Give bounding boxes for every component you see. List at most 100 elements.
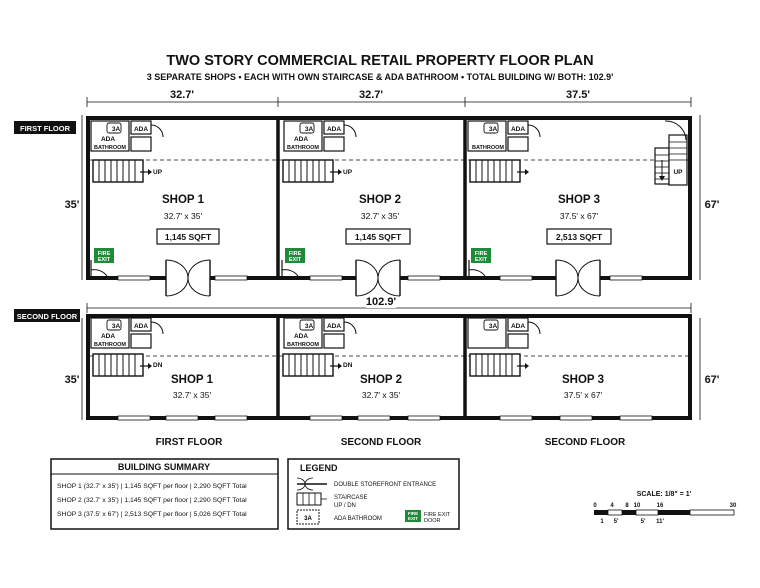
svg-text:EXIT: EXIT — [408, 516, 418, 521]
top-dimension-line — [86, 97, 692, 107]
ff-shop2-name: SHOP 2 — [359, 194, 401, 206]
legend-fire-label: FIRE EXIT — [424, 512, 451, 518]
shop2-staircase — [282, 159, 343, 183]
first-floor-plan — [86, 116, 692, 280]
svg-text:FIRE: FIRE — [475, 251, 488, 257]
sf-shop2-name: SHOP 2 — [360, 374, 402, 386]
shop3-stair-label: UP — [673, 169, 683, 176]
shop1-ada-tag: ADA — [134, 126, 148, 133]
ff-shop1-sqft-box — [156, 228, 220, 245]
shop2-stair-label: UP — [343, 169, 353, 176]
scale-tick-8: 8 — [625, 503, 629, 509]
legend-staircase-icon — [296, 492, 327, 506]
second-floor-plan — [86, 314, 692, 420]
caption-shop2: SECOND FLOOR — [341, 437, 422, 448]
sf-shop3-staircase — [469, 353, 530, 377]
ff-shop1-sqft: 1,145 SQFT — [165, 232, 212, 242]
legend-title: LEGEND — [300, 463, 338, 473]
shop2-bath-label: BATHROOM — [287, 145, 319, 151]
legend-bathroom-icon: 3A — [296, 509, 320, 525]
ff-shop3-sqft-box — [546, 228, 612, 245]
scale-bar — [594, 509, 735, 516]
legend-staircase-label2: UP / DN — [334, 503, 356, 509]
shop1-bath-ada: ADA — [101, 136, 115, 143]
ff-shop1-dims: 32.7' x 35' — [164, 211, 203, 221]
scale-sub-3: 5' — [641, 519, 646, 525]
legend-entrance-label: DOUBLE STOREFRONT ENTRANCE — [334, 482, 436, 488]
shop2-bath-ada: ADA — [294, 136, 308, 143]
dim-first-right: 67' — [705, 199, 720, 211]
svg-text:EXIT: EXIT — [289, 257, 302, 263]
legend-entrance-icon — [296, 477, 327, 491]
sf-shop3-name: SHOP 3 — [562, 374, 604, 386]
sf-shop3-dims: 37.5' x 67' — [564, 390, 603, 400]
caption-shop3: SECOND FLOOR — [545, 437, 626, 448]
scale-sub-1: 1 — [600, 519, 604, 525]
shop3-bath-label: BATHROOM — [472, 145, 504, 151]
sf-shop2-ada-tag: ADA — [327, 323, 341, 330]
first-floor-label: FIRST FLOOR — [20, 124, 71, 133]
sf-shop2-dims: 32.7' x 35' — [362, 390, 401, 400]
dim-second-right: 67' — [705, 374, 720, 386]
sf-shop1-bath-icon-label: 3A — [112, 323, 121, 330]
caption-shop1: FIRST FLOOR — [156, 437, 223, 448]
second-floor-badge — [14, 309, 80, 322]
shop3-staircase-vertical — [654, 120, 688, 186]
summary-title: BUILDING SUMMARY — [118, 462, 210, 472]
sf-shop1-ada-tag: ADA — [134, 323, 148, 330]
legend-fire-label2: DOOR — [424, 518, 441, 524]
sf-shop2-bath-label: BATHROOM — [287, 342, 319, 348]
svg-text:FIRE: FIRE — [289, 251, 302, 257]
shop3-bath-icon-label: 3A — [489, 126, 498, 133]
ff-shop1-name: SHOP 1 — [162, 194, 205, 206]
page-title: TWO STORY COMMERCIAL RETAIL PROPERTY FLO… — [166, 53, 593, 69]
ff-shop2-dims: 32.7' x 35' — [361, 211, 400, 221]
sf-shop1-name: SHOP 1 — [171, 374, 214, 386]
shop2-bath-icon-label: 3A — [305, 126, 314, 133]
shop3-staircase-lower — [469, 159, 530, 183]
scale-tick-10: 10 — [634, 503, 641, 509]
scale-label: SCALE: 1/8" = 1' — [637, 491, 692, 498]
svg-text:EXIT: EXIT — [475, 257, 488, 263]
scale-tick-16: 16 — [657, 503, 664, 509]
summary-row-shop1: SHOP 1 (32.7' x 35') | 1,145 SQFT per fl… — [57, 483, 247, 490]
shop3-fire-exit: FIRE EXIT — [468, 248, 491, 277]
scale-tick-4: 4 — [610, 503, 614, 509]
sf-shop2-bath-icon-label: 3A — [305, 323, 314, 330]
ff-shop3-name: SHOP 3 — [558, 194, 600, 206]
ff-shop3-dims: 37.5' x 67' — [560, 211, 599, 221]
scale-tick-0: 0 — [593, 503, 597, 509]
second-floor-label: SECOND FLOOR — [17, 312, 78, 321]
legend-fire-exit-badge: FIRE EXIT — [405, 510, 421, 522]
shop2-ada-tag: ADA — [327, 126, 341, 133]
sf-shop1-bath-label: BATHROOM — [94, 342, 126, 348]
scale-sub-4: 11' — [656, 519, 664, 525]
ff-shop2-sqft-box — [345, 228, 411, 245]
shop1-fire-exit: FIRE EXIT — [90, 248, 114, 277]
sf-shop1-bath-ada: ADA — [101, 333, 115, 340]
svg-text:EXIT: EXIT — [98, 257, 111, 263]
legend-bathroom-label: ADA BATHROOM — [334, 516, 382, 522]
building-summary — [50, 458, 279, 530]
ff-shop2-sqft: 1,145 SQFT — [355, 232, 402, 242]
first-floor-badge — [14, 121, 76, 134]
scale-tick-30: 30 — [730, 503, 737, 509]
summary-row-shop3: SHOP 3 (37.5' x 67') | 2,513 SQFT per fl… — [57, 511, 247, 518]
svg-text:FIRE: FIRE — [98, 251, 111, 257]
dim-first-left: 35' — [65, 199, 80, 211]
sf-shop1-stair-label: DN — [153, 362, 163, 369]
sf-shop2-stair-label: DN — [343, 362, 353, 369]
svg-text:FIRE: FIRE — [408, 511, 418, 516]
summary-row-shop2: SHOP 2 (32.7' x 35') | 1,145 SQFT per fl… — [57, 497, 247, 504]
sf-shop2-staircase — [282, 353, 343, 377]
sf-shop2-bath-ada: ADA — [294, 333, 308, 340]
dim-shop1-width: 32.7' — [170, 89, 194, 101]
ff-shop3-sqft: 2,513 SQFT — [556, 232, 603, 242]
dim-total-width: 102.9' — [366, 296, 397, 308]
dim-second-left: 35' — [65, 374, 80, 386]
dim-shop3-width: 37.5' — [566, 89, 590, 101]
shop1-staircase — [92, 159, 153, 183]
shop3-ada-tag: ADA — [511, 126, 525, 133]
shop1-stair-label: UP — [153, 169, 163, 176]
